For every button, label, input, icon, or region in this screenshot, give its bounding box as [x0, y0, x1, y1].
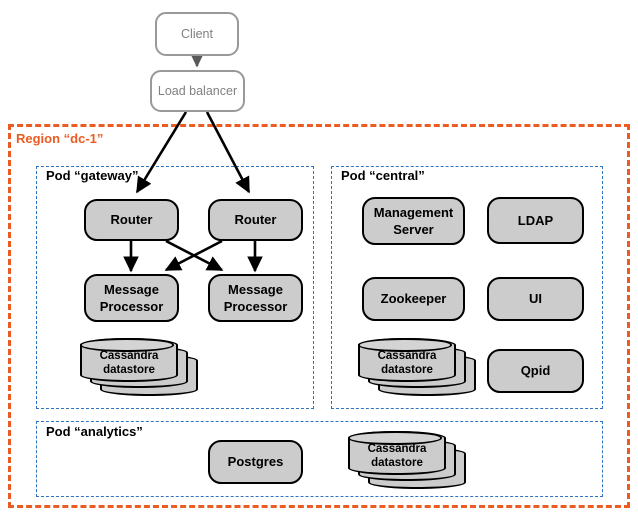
- node-client[interactable]: Client: [155, 12, 239, 56]
- cassandra-analytics-label: Cassandra datastore: [368, 443, 427, 470]
- node-qpid[interactable]: Qpid: [487, 349, 584, 393]
- node-management-server-label-line2: Server: [393, 222, 434, 237]
- node-management-server-label-line1: Management: [373, 204, 454, 220]
- node-client-label: Client: [181, 26, 213, 41]
- node-message-processor-2-label-line1: Message: [228, 281, 283, 297]
- cassandra-analytics-cylinder-cap: [348, 431, 442, 445]
- node-postgres[interactable]: Postgres: [208, 440, 303, 484]
- node-cassandra-central[interactable]: Cassandra datastore: [358, 338, 476, 396]
- node-message-processor-2[interactable]: Message Processor: [208, 274, 303, 322]
- pod-analytics: [36, 421, 603, 497]
- node-qpid-label: Qpid: [520, 363, 551, 379]
- pod-central: [331, 166, 603, 409]
- cassandra-analytics-cylinder-front: Cassandra datastore: [348, 431, 446, 475]
- node-router-2-label: Router: [234, 212, 277, 228]
- node-load-balancer[interactable]: Load balancer: [150, 70, 245, 112]
- node-message-processor-1-label-line2: Processor: [99, 299, 164, 314]
- node-router-1[interactable]: Router: [84, 199, 179, 241]
- node-ldap[interactable]: LDAP: [487, 197, 584, 244]
- node-ui[interactable]: UI: [487, 277, 584, 321]
- cassandra-central-cylinder-cap: [358, 338, 452, 352]
- node-router-2[interactable]: Router: [208, 199, 303, 241]
- node-message-processor-1[interactable]: Message Processor: [84, 274, 179, 322]
- node-load-balancer-label: Load balancer: [157, 83, 238, 98]
- cassandra-analytics-label-line2: datastore: [371, 456, 423, 469]
- region-dc-1: [8, 124, 630, 508]
- node-router-1-label: Router: [110, 212, 153, 228]
- node-postgres-label: Postgres: [227, 454, 284, 470]
- cassandra-gateway-label: Cassandra datastore: [100, 350, 159, 377]
- node-ui-label: UI: [529, 291, 542, 307]
- node-cassandra-analytics[interactable]: Cassandra datastore: [348, 431, 466, 489]
- node-message-processor-2-label-line2: Processor: [223, 299, 288, 314]
- cassandra-gateway-label-line1: Cassandra: [99, 349, 159, 362]
- cassandra-central-cylinder-front: Cassandra datastore: [358, 338, 456, 382]
- cassandra-analytics-label-line1: Cassandra: [367, 442, 427, 455]
- cassandra-gateway-cylinder-front: Cassandra datastore: [80, 338, 178, 382]
- node-ldap-label: LDAP: [517, 212, 554, 228]
- node-message-processor-1-label-line1: Message: [104, 281, 159, 297]
- cassandra-gateway-cylinder-cap: [80, 338, 174, 352]
- cassandra-gateway-label-line2: datastore: [103, 363, 155, 376]
- pod-gateway-label: Pod “gateway”: [44, 168, 141, 183]
- pod-analytics-label: Pod “analytics”: [44, 424, 145, 439]
- cassandra-central-label-line2: datastore: [381, 363, 433, 376]
- region-dc-1-label: Region “dc-1”: [14, 131, 106, 146]
- node-zookeeper-label: Zookeeper: [380, 291, 447, 307]
- cassandra-central-label-line1: Cassandra: [377, 349, 437, 362]
- pod-central-label: Pod “central”: [339, 168, 427, 183]
- cassandra-central-label: Cassandra datastore: [378, 350, 437, 377]
- node-zookeeper[interactable]: Zookeeper: [362, 277, 465, 321]
- node-cassandra-gateway[interactable]: Cassandra datastore: [80, 338, 198, 396]
- node-management-server[interactable]: Management Server: [362, 197, 465, 245]
